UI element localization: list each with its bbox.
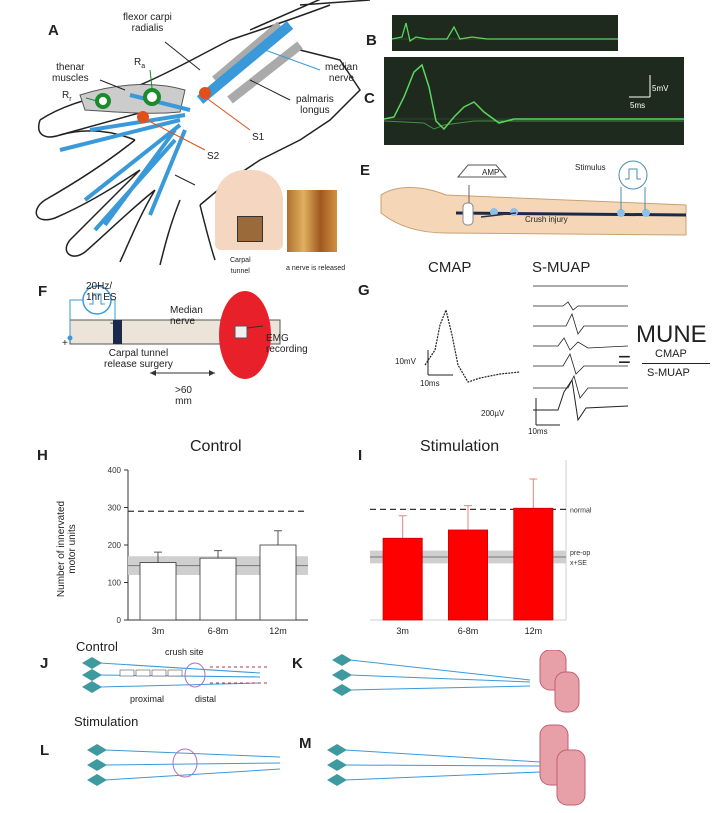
x-tick-label: 3m (396, 626, 409, 636)
schematic-j (82, 657, 270, 693)
panel-label-f: F (38, 283, 48, 300)
trace-c (384, 63, 684, 131)
panel-label-j: J (40, 655, 49, 672)
x-tick-label: 6-8m (208, 626, 229, 636)
panel-label-i: I (358, 447, 363, 464)
arm-diagram (380, 160, 687, 236)
x-tick-label: 12m (269, 626, 287, 636)
panel-label-m: M (299, 735, 312, 752)
panel-label-a: A (48, 22, 59, 39)
chart-stimulation: 3m 6-8m 12m normal pre-op x+SE (370, 460, 592, 636)
y-tick-label: 200 (108, 541, 122, 550)
label-nerve-released: a nerve is released (286, 265, 346, 272)
panel-label-h: H (37, 447, 48, 464)
label-c-voltage-scale: 5mV (652, 84, 669, 93)
label-c-time-scale: 5ms (630, 101, 646, 110)
smuap-traces (533, 285, 629, 426)
label-distal: distal (195, 694, 217, 704)
y-tick-label: 100 (108, 579, 122, 588)
label-smuap-voltage: 200µV (481, 409, 505, 418)
label-smuap-header: S-MUAP (532, 259, 591, 276)
label-emg-recording: EMG recording (266, 333, 308, 355)
label-median-nerve: median nerve (325, 62, 358, 84)
panel-label-b: B (366, 32, 377, 49)
x-tick-label: 12m (525, 626, 543, 636)
label-palmaris-longus: palmaris longus (296, 94, 334, 116)
bar (139, 562, 177, 621)
label-rr: Rr (62, 90, 72, 103)
chart-control: 0 100 200 300 400 3m 6-8m 12m (108, 466, 308, 636)
recording-electrode-reference (95, 93, 111, 109)
stimulation-schematic (67, 285, 281, 379)
schematic-l (87, 744, 281, 786)
y-tick-label: 300 (108, 504, 122, 513)
label-proximal: proximal (130, 694, 165, 704)
y-tick-label: 400 (108, 466, 122, 475)
chart-title-stimulation: Stimulation (420, 438, 500, 455)
label-surgery: Carpal tunnel release surgery (104, 348, 173, 370)
panel-label-e: E (360, 162, 371, 179)
label-es: 20Hz/ 1hr ES (86, 281, 117, 303)
panel-label-g: G (358, 282, 370, 299)
label-equals: = (618, 347, 631, 372)
bar (199, 557, 237, 621)
label-plus: + (62, 338, 68, 349)
label-smuap-time: 10ms (528, 427, 548, 436)
label-crush-injury: Crush injury (525, 215, 568, 224)
stimulus-electrode-s1 (199, 87, 211, 99)
y-tick-label: 0 (117, 616, 122, 625)
label-carpal-tunnel: Carpal tunnel (230, 257, 251, 275)
label-distance: >60 mm (175, 385, 192, 407)
preop-label-se: x+SE (570, 560, 587, 567)
chart-title-control: Control (190, 438, 242, 455)
trace-b (392, 22, 618, 43)
scope-trace-b (392, 15, 618, 51)
median-nerve-trunk (196, 21, 294, 104)
label-ra: Ra (134, 57, 146, 70)
label-mune-numerator: CMAP (655, 348, 687, 360)
label-stimulus: Stimulus (575, 163, 606, 172)
label-stimulation-schematic: Stimulation (74, 714, 139, 729)
bar (448, 529, 489, 621)
scope-trace-c (384, 57, 684, 145)
label-flexor-carpi-radialis: flexor carpi radialis (123, 12, 172, 34)
label-median-nerve-f: Median nerve (170, 305, 203, 327)
stimulus-electrode-s2 (137, 111, 149, 123)
bar (382, 537, 423, 621)
panel-label-l: L (40, 742, 50, 759)
panel-label-k: K (292, 655, 303, 672)
schematic-k (332, 650, 580, 713)
label-cmap-voltage: 10mV (395, 357, 416, 366)
cmap-trace (424, 308, 521, 383)
normal-label: normal (570, 507, 592, 514)
label-mune: MUNE (636, 321, 707, 348)
recording-cuff (462, 202, 474, 226)
x-tick-label: 3m (152, 626, 165, 636)
recording-electrode-active (143, 88, 161, 106)
bar (513, 507, 554, 621)
palmaris-longus-tendon (227, 41, 303, 104)
median-nerve-branches (59, 93, 191, 232)
flexor-carpi-radialis-tendon (212, 21, 283, 84)
panel-label-c: C (364, 90, 375, 107)
preop-label: pre-op (570, 550, 590, 557)
label-cmap-time: 10ms (420, 379, 440, 388)
label-mune-denominator: S-MUAP (647, 367, 690, 379)
surgery-photo (287, 190, 337, 252)
chart-ylabel: Number of innervated motor units (56, 500, 78, 598)
label-amp: AMP (482, 168, 500, 177)
bar (259, 544, 297, 621)
label-thenar-muscles: thenar muscles (52, 62, 89, 84)
label-s1: S1 (252, 132, 265, 143)
label-control-schematic: Control (76, 639, 118, 654)
label-s2: S2 (207, 151, 220, 162)
label-cmap-header: CMAP (428, 259, 472, 276)
label-minus: - (110, 318, 114, 329)
arm-shape (380, 187, 687, 236)
schematic-m (327, 724, 586, 806)
palm-photo (215, 170, 283, 250)
x-tick-label: 6-8m (458, 626, 479, 636)
label-crush-site: crush site (165, 647, 204, 657)
